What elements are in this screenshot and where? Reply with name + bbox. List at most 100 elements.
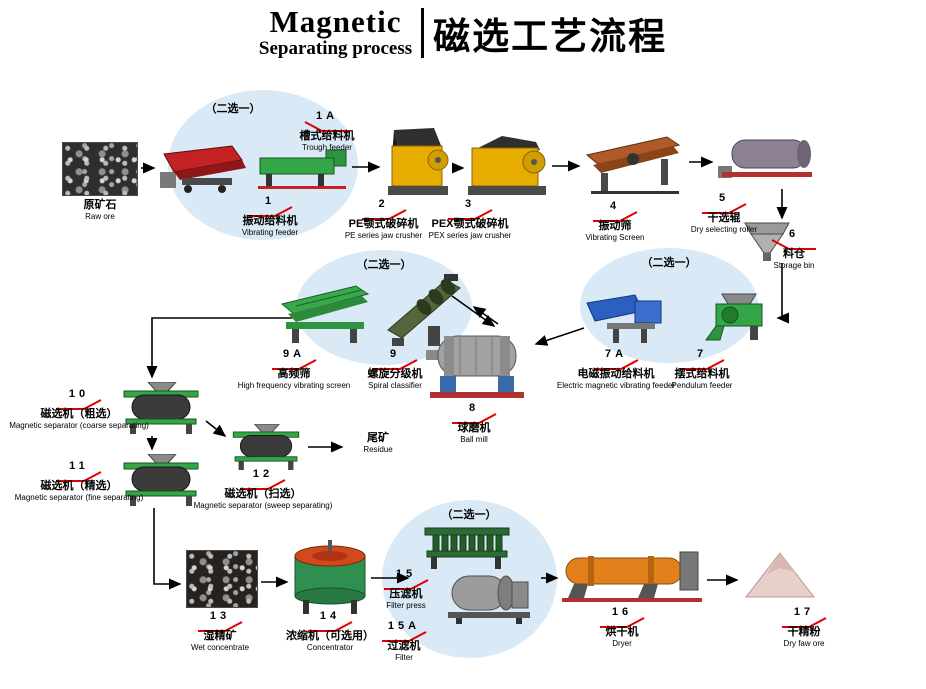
red-leader-icon bbox=[241, 479, 286, 490]
label-pex-jaw-crusher: 3 PEX颚式破碎机 PEX series jaw crusher bbox=[410, 198, 530, 240]
concentrator-illustration bbox=[294, 540, 366, 614]
equipment-name-zh: 振动给料机 bbox=[242, 214, 298, 227]
red-leader-icon bbox=[594, 359, 639, 370]
label-high-frequency-screen: 9A 高频筛 High frequency vibrating screen bbox=[226, 348, 362, 390]
red-leader-icon bbox=[57, 471, 102, 482]
label-pe-jaw-crusher: 2 PE颚式破碎机 PE series jaw crusher bbox=[326, 198, 441, 240]
equipment-name-zh: 槽式给料机 bbox=[299, 129, 355, 142]
vibrating-screen-illustration bbox=[585, 136, 681, 194]
equipment-name-en: Vibrating feeder bbox=[241, 227, 299, 237]
label-ball-mill: 8 球磨机 Ball mill bbox=[438, 402, 510, 444]
label-vibrating-feeder: 1 振动给料机 Vibrating feeder bbox=[222, 195, 318, 237]
equipment-name-en: Wet concentrate bbox=[190, 642, 250, 652]
equipment-name-en: High frequency vibrating screen bbox=[237, 380, 351, 390]
equipment-name-en: Dryer bbox=[612, 638, 632, 648]
equipment-number: 15 bbox=[395, 568, 417, 580]
output-name-zh: 干精粉 bbox=[787, 625, 821, 638]
red-leader-icon bbox=[272, 359, 317, 370]
pe-jaw-crusher-illustration bbox=[388, 128, 449, 195]
red-leader-icon bbox=[452, 413, 497, 424]
red-leader-icon bbox=[448, 209, 493, 220]
spiral-classifier-illustration bbox=[387, 274, 461, 346]
label-magnetic-separator-fine: 11 磁选机（精选） Magnetic separator (fine sepa… bbox=[3, 460, 155, 502]
title-english-line2: Separating process bbox=[258, 37, 413, 59]
equipment-name-zh: 电磁振动给料机 bbox=[577, 367, 655, 380]
equipment-name-en: Vibrating Screen bbox=[585, 232, 645, 242]
equipment-name-zh: 振动筛 bbox=[598, 219, 632, 232]
choose-one-label-2: （二选一） bbox=[356, 259, 412, 271]
title-english-line1: Magnetic bbox=[269, 4, 402, 40]
equipment-name-en: Concentrator bbox=[306, 642, 354, 652]
equipment-name-en: Ball mill bbox=[460, 434, 488, 444]
equipment-name-zh: 磁选机（粗选） bbox=[40, 407, 118, 420]
filter-illustration bbox=[448, 575, 530, 624]
choose-one-label-3: （二选一） bbox=[641, 257, 697, 269]
label-electric-magnetic-vibrating-feeder: 7A 电磁振动给料机 Electric magnetic vibrating f… bbox=[545, 348, 687, 390]
equipment-name-en: Spiral classifier bbox=[368, 380, 422, 390]
equipment-number: 2 bbox=[378, 198, 389, 210]
red-leader-icon bbox=[384, 579, 429, 590]
equipment-name-zh: 球磨机 bbox=[457, 421, 491, 434]
equipment-name-en: Electric magnetic vibrating feeder bbox=[556, 380, 676, 390]
equipment-number: 9A bbox=[282, 348, 306, 360]
equipment-name-en: Magnetic separator (coarse separating) bbox=[9, 420, 149, 430]
label-magnetic-separator-sweep: 12 磁选机（扫选） Magnetic separator (sweep sep… bbox=[192, 468, 334, 510]
label-spiral-classifier: 9 螺旋分级机 Spiral classifier bbox=[346, 348, 444, 390]
equipment-name-en: Magnetic separator (fine separating) bbox=[14, 492, 144, 502]
equipment-name-zh: 料仓 bbox=[783, 247, 805, 260]
red-leader-icon bbox=[600, 617, 645, 628]
output-name-en: Dry faw ore bbox=[783, 638, 825, 648]
red-leader-icon bbox=[198, 621, 243, 632]
equipment-number: 13 bbox=[209, 610, 231, 622]
output-name-en: Residue bbox=[363, 444, 393, 454]
red-leader-icon bbox=[593, 211, 638, 222]
label-storage-bin: 6 料仓 Storage bin bbox=[760, 228, 828, 270]
equipment-number: 16 bbox=[611, 606, 633, 618]
label-trough-feeder: 1A 槽式给料机 Trough feeder bbox=[282, 110, 372, 152]
red-leader-icon bbox=[304, 121, 349, 132]
equipment-number: 4 bbox=[609, 200, 621, 212]
electric-magnetic-vibrating-feeder-illustration bbox=[586, 294, 662, 343]
label-filter-press: 15 压滤机 Filter press bbox=[360, 568, 452, 610]
equipment-number: 9 bbox=[389, 348, 401, 360]
equipment-name-en: PEX series jaw crusher bbox=[428, 230, 512, 240]
label-magnetic-separator-coarse: 10 磁选机（粗选） Magnetic separator (coarse se… bbox=[3, 388, 155, 430]
choose-one-label-4: （二选一） bbox=[441, 509, 497, 521]
equipment-name-zh: 高频筛 bbox=[277, 367, 311, 380]
title-english: Magnetic Separating process bbox=[259, 6, 412, 59]
ball-mill-illustration bbox=[426, 335, 524, 398]
trough-feeder-illustration bbox=[258, 149, 347, 189]
red-leader-icon bbox=[680, 359, 725, 370]
equipment-name-en: Dry selecting roller bbox=[690, 224, 758, 234]
magnetic-separator-fine-illustration bbox=[123, 454, 199, 506]
dry-fine-ore-pile-illustration bbox=[744, 552, 816, 598]
red-leader-icon bbox=[308, 621, 353, 632]
equipment-name-en: Pendulum feeder bbox=[671, 380, 733, 390]
wet-concentrate-image bbox=[186, 550, 258, 608]
equipment-name-zh: 原矿石 bbox=[83, 199, 117, 211]
title-divider bbox=[421, 8, 425, 58]
filter-press-illustration bbox=[424, 527, 510, 569]
label-dry-selecting-roller: 5 干选辊 Dry selecting roller bbox=[670, 192, 778, 234]
equipment-name-en: Storage bin bbox=[773, 260, 815, 270]
red-leader-icon bbox=[373, 359, 418, 370]
equipment-number: 6 bbox=[788, 228, 800, 240]
label-filter: 15A 过滤机 Filter bbox=[358, 620, 450, 662]
equipment-name-zh: 湿精矿 bbox=[203, 629, 237, 642]
magnetic-separator-coarse-illustration bbox=[123, 382, 199, 434]
raw-ore-image bbox=[62, 142, 138, 196]
equipment-name-en: Filter bbox=[395, 652, 413, 662]
equipment-number: 1A bbox=[315, 110, 339, 122]
equipment-name-zh: 磁选机（扫选） bbox=[224, 487, 302, 500]
equipment-name-en: Filter press bbox=[386, 600, 426, 610]
equipment-number: 5 bbox=[718, 192, 730, 204]
dryer-illustration bbox=[562, 551, 702, 602]
label-residue: 尾矿 Residue bbox=[346, 432, 410, 454]
label-dry-fine-ore: 17 干精粉 Dry faw ore bbox=[760, 606, 848, 648]
red-leader-icon bbox=[702, 203, 747, 214]
choose-one-label-1: （二选一） bbox=[205, 103, 261, 115]
output-name-zh: 尾矿 bbox=[367, 432, 389, 444]
label-vibrating-screen: 4 振动筛 Vibrating Screen bbox=[566, 200, 664, 242]
pex-jaw-crusher-illustration bbox=[468, 136, 546, 195]
